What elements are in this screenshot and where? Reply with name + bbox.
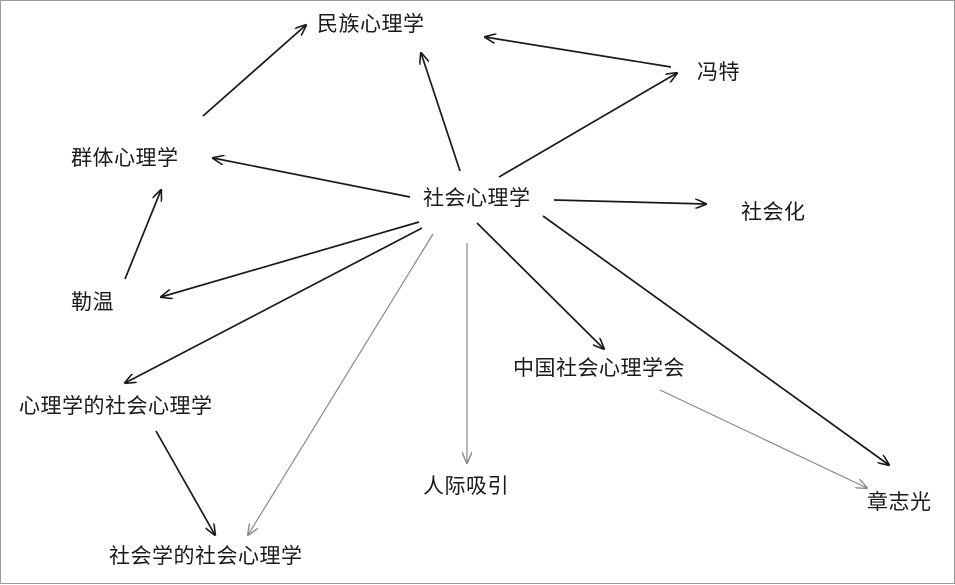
- node-interpersonal-attraction: 人际吸引: [423, 474, 509, 498]
- edge-arrow-1: [421, 53, 461, 172]
- edge-arrow-5: [213, 158, 411, 198]
- edge-arrow-12: [476, 222, 604, 349]
- node-zhang-zhiguang: 章志光: [867, 490, 932, 514]
- edge-arrow-4: [202, 25, 306, 117]
- edge-arrow-3: [485, 37, 672, 68]
- node-sociological-social-psychology: 社会学的社会心理学: [109, 544, 303, 568]
- edge-arrow-14: [659, 389, 867, 488]
- edge-arrow-9: [125, 227, 423, 383]
- node-social-psychology: 社会心理学: [423, 186, 531, 210]
- edge-arrow-2: [498, 73, 677, 178]
- edge-arrow-8: [161, 221, 420, 297]
- node-folk-psychology: 民族心理学: [317, 12, 425, 36]
- edge-arrow-13: [542, 215, 889, 465]
- edge-arrow-7: [124, 190, 161, 280]
- node-psychological-social-psychology: 心理学的社会心理学: [19, 394, 213, 418]
- edge-arrow-6: [553, 200, 706, 204]
- edge-arrow-10: [248, 233, 434, 535]
- node-chinese-social-psychology-society: 中国社会心理学会: [513, 356, 685, 380]
- edge-arrow-15: [155, 430, 215, 535]
- node-socialization: 社会化: [741, 200, 806, 224]
- node-lewin: 勒温: [71, 290, 114, 314]
- node-group-psychology: 群体心理学: [71, 146, 179, 170]
- node-wundt: 冯特: [697, 60, 740, 84]
